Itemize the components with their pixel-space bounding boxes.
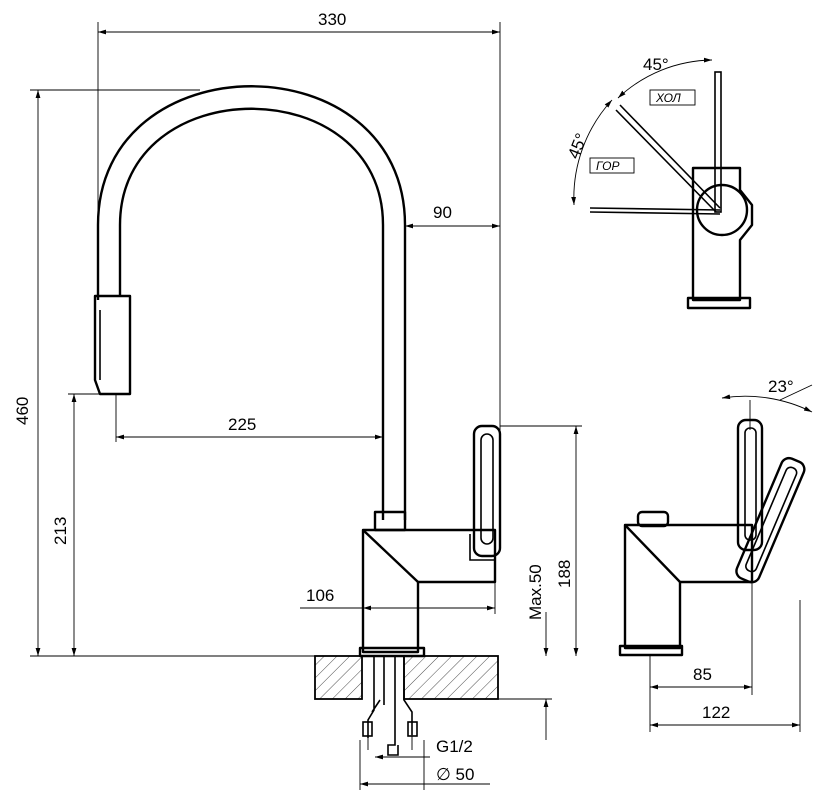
spout-outer — [96, 85, 407, 520]
countertop-right — [403, 655, 499, 700]
label-hot: ГОР — [596, 159, 619, 173]
dim-188: 188 — [555, 560, 574, 588]
dim-460: 460 — [13, 397, 32, 425]
lever-handle — [472, 424, 502, 558]
angle-hot-45: 45° — [564, 131, 591, 162]
spout-inner — [118, 107, 385, 520]
dim-225: 225 — [228, 415, 256, 434]
dim-90: 90 — [433, 203, 452, 222]
dim-106: 106 — [306, 586, 334, 605]
side-view: 23° 85 122 — [618, 377, 813, 732]
supply-hoses — [367, 656, 413, 756]
dim-122: 122 — [702, 703, 730, 722]
dim-213: 213 — [51, 517, 70, 545]
angle-tilt-23: 23° — [768, 377, 794, 396]
base-plate — [358, 646, 426, 658]
label-cold: ХОЛ — [655, 91, 682, 105]
dim-diameter-50: ∅ 50 — [436, 765, 474, 784]
label-cold-box — [649, 89, 696, 106]
dim-g12: G1/2 — [436, 737, 473, 756]
countertop-left — [314, 655, 363, 700]
front-dimensions: 330 90 460 213 225 106 188 Max.50 — [13, 10, 582, 790]
spray-head — [93, 294, 132, 396]
dim-85: 85 — [693, 665, 712, 684]
handle-rotation-view: 45° 45° ХОЛ ГОР — [564, 55, 754, 310]
dim-330: 330 — [318, 10, 346, 29]
angle-cold-45: 45° — [643, 55, 669, 74]
label-hot-box — [589, 157, 635, 174]
spout-collar — [373, 510, 407, 532]
front-view — [93, 85, 502, 756]
dim-max50: Max.50 — [526, 564, 545, 620]
